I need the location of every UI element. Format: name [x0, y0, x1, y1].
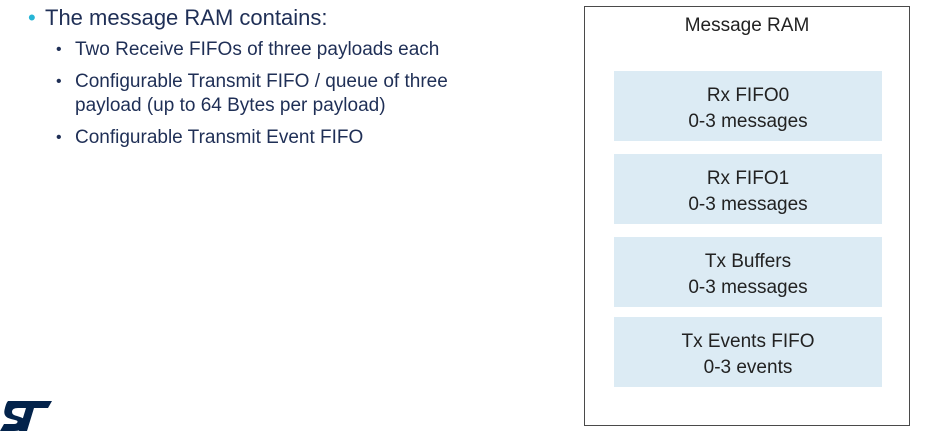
sub-bullet-text: Configurable Transmit Event FIFO: [75, 127, 364, 148]
block-name: Tx Events FIFO: [681, 331, 815, 352]
st-logo-icon: [0, 395, 60, 433]
block-name: Rx FIFO0: [706, 85, 790, 106]
bullet-dot: •: [28, 5, 36, 30]
sub-bullet-text: Configurable Transmit FIFO / queue of th…: [75, 71, 448, 116]
sub-bullet: • Configurable Transmit Event FIFO: [56, 126, 568, 150]
block-detail: 0-3 messages: [688, 111, 808, 132]
block-name: Rx FIFO1: [706, 168, 790, 189]
sub-bullet-list: • Two Receive FIFOs of three payloads ea…: [56, 38, 568, 150]
ram-block-tx-buffers: Tx Buffers 0-3 messages: [614, 237, 882, 307]
block-detail: 0-3 messages: [688, 194, 808, 215]
sub-bullet: • Two Receive FIFOs of three payloads ea…: [56, 38, 568, 62]
ram-block-rx-fifo0: Rx FIFO0 0-3 messages: [614, 71, 882, 141]
diagram-title: Message RAM: [684, 15, 810, 36]
ram-block-rx-fifo1: Rx FIFO1 0-3 messages: [614, 154, 882, 224]
ram-block-tx-events-fifo: Tx Events FIFO 0-3 events: [614, 317, 882, 387]
sub-bullet-text: Two Receive FIFOs of three payloads each: [75, 39, 440, 60]
main-bullet: • The message RAM contains:: [28, 4, 568, 32]
bullet-dot: •: [56, 41, 62, 58]
bullet-dot: •: [56, 73, 62, 90]
main-bullet-text: The message RAM contains:: [45, 5, 328, 30]
block-name: Tx Buffers: [704, 251, 792, 272]
sub-bullet: • Configurable Transmit FIFO / queue of …: [56, 70, 505, 118]
block-detail: 0-3 messages: [688, 277, 808, 298]
bullet-dot: •: [56, 129, 62, 146]
bullet-list: • The message RAM contains: • Two Receiv…: [28, 4, 568, 158]
block-detail: 0-3 events: [703, 357, 793, 378]
message-ram-diagram: Message RAM Rx FIFO0 0-3 messages Rx FIF…: [584, 6, 910, 426]
